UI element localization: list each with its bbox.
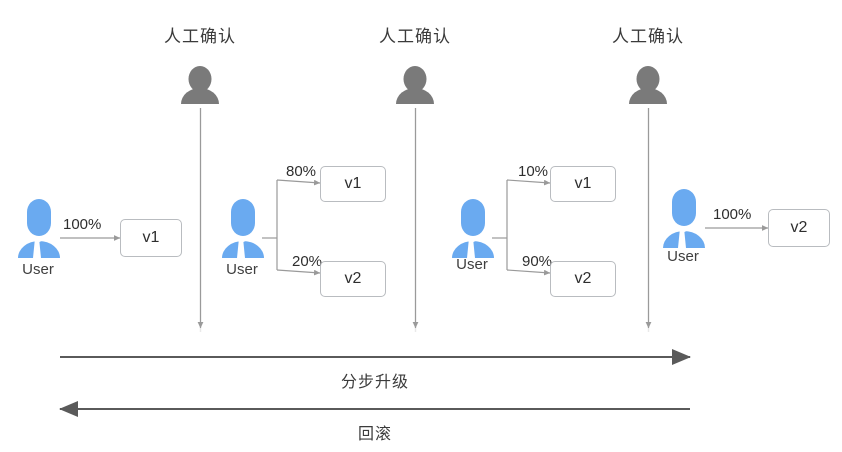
gate-label-1: 人工确认	[164, 27, 236, 46]
version-box-stage3-v2[interactable]: v2	[550, 261, 616, 297]
flow-label-rollback: 回滚	[357, 426, 393, 443]
gate-person-icon-1	[181, 66, 219, 104]
version-box-stage2-v1[interactable]: v1	[320, 166, 386, 202]
version-box-stage4-v2[interactable]: v2	[768, 209, 830, 247]
stage-dividers	[199, 108, 650, 332]
gate-person-icon-2	[396, 66, 434, 104]
user-label-3: User	[456, 256, 488, 273]
user-blue-icon-2	[222, 199, 264, 258]
user-blue-icon-1	[18, 199, 60, 258]
gate-vertical-lines	[197, 108, 652, 329]
version-box-stage2-v2[interactable]: v2	[320, 261, 386, 297]
user-label-1: User	[22, 261, 54, 278]
user-label-2: User	[226, 261, 258, 278]
percent-label-stage1-v1: 100%	[62, 216, 103, 233]
user-blue-icon-4	[663, 189, 705, 248]
gate-label-2: 人工确认	[379, 27, 451, 46]
stage-2-connectors	[262, 179, 321, 276]
user-label-4: User	[667, 248, 699, 265]
gate-label-3: 人工确认	[612, 27, 684, 46]
stage-3-connectors	[492, 179, 551, 276]
percent-label-stage3-v1: 10%	[517, 163, 550, 180]
user-blue-icon-3	[452, 199, 494, 258]
percent-label-stage2-v2: 20%	[291, 253, 324, 270]
percent-label-stage4-v2: 100%	[712, 206, 753, 223]
flow-label-upgrade: 分步升级	[340, 374, 410, 391]
percent-label-stage3-v2: 90%	[521, 253, 554, 270]
version-box-stage3-v1[interactable]: v1	[550, 166, 616, 202]
percent-label-stage2-v1: 80%	[285, 163, 318, 180]
gate-person-icon-3	[629, 66, 667, 104]
version-box-stage1-v1[interactable]: v1	[120, 219, 182, 257]
